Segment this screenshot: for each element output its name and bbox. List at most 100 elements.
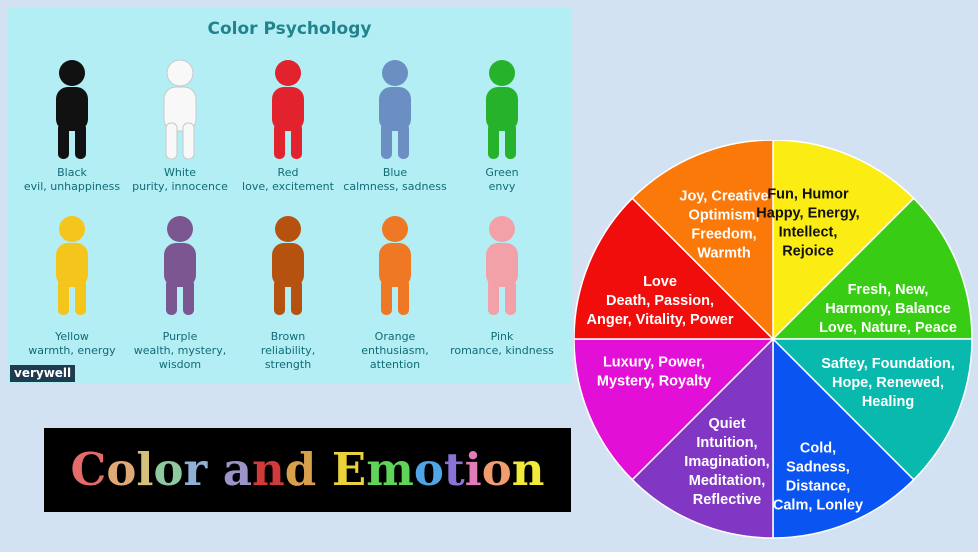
wheel-label-line: Fresh, New, bbox=[848, 282, 929, 298]
figure-description-line: wealth, mystery, bbox=[133, 344, 227, 357]
figure-name: Pink bbox=[490, 330, 514, 343]
figure-description-line: evil, unhappiness bbox=[23, 180, 121, 193]
figure-name: Blue bbox=[382, 166, 408, 179]
figure-left-leg bbox=[165, 122, 178, 160]
figure-right-leg bbox=[398, 279, 409, 315]
figure-description: purity, innocence bbox=[75, 180, 285, 194]
figure-head bbox=[382, 60, 408, 86]
wheel-label-line: Optimism, bbox=[689, 208, 760, 224]
figure-description: romance, kindness bbox=[397, 344, 607, 358]
wheel-segment bbox=[631, 140, 774, 341]
figure-name: Red bbox=[277, 166, 299, 179]
banner-letter: l bbox=[136, 443, 154, 496]
figure-left-leg bbox=[274, 123, 285, 159]
figure-description: wealth, mystery,wisdom bbox=[75, 344, 285, 372]
wheel-label-line: Saftey, Foundation, bbox=[821, 356, 954, 372]
figure-description: calmness, sadness bbox=[290, 180, 500, 194]
banner-letter: o bbox=[481, 443, 512, 496]
figure-left-leg bbox=[488, 123, 499, 159]
banner-letter: d bbox=[284, 443, 317, 496]
banner-letter: m bbox=[366, 443, 414, 496]
wheel-label-line: Intellect, bbox=[779, 225, 838, 241]
figure-head bbox=[275, 216, 301, 242]
figure-description: warmth, energy bbox=[0, 344, 177, 358]
figure-description-line: enthusiasm, bbox=[361, 344, 429, 357]
figure-right-leg bbox=[75, 279, 86, 315]
figure-right-leg bbox=[291, 279, 302, 315]
white-person-icon bbox=[163, 59, 197, 160]
figure-left-leg bbox=[58, 123, 69, 159]
figure-description-line: warmth, energy bbox=[28, 344, 116, 357]
figure-name: Purple bbox=[162, 330, 198, 343]
banner-title: Color and Emotion bbox=[44, 428, 571, 512]
figure-left-leg bbox=[381, 123, 392, 159]
figure-head bbox=[59, 216, 85, 242]
wheel-label-line: Freedom, bbox=[691, 227, 756, 243]
pink-person-icon bbox=[486, 216, 518, 315]
figure-description-line: wisdom bbox=[158, 358, 202, 371]
figure-body bbox=[379, 87, 411, 131]
banner-letter: i bbox=[464, 443, 482, 496]
wheel-segment bbox=[631, 337, 774, 539]
infographic-title: Color Psychology bbox=[207, 19, 372, 39]
figure-description-line: romance, kindness bbox=[450, 344, 554, 357]
banner-letter: o bbox=[413, 443, 444, 496]
banner-letter: E bbox=[331, 443, 367, 496]
banner-letter: C bbox=[70, 443, 107, 496]
figure-head bbox=[166, 59, 194, 87]
figure-description: love, excitement bbox=[183, 180, 393, 194]
figure-right-leg bbox=[183, 279, 194, 315]
figure-body bbox=[164, 243, 196, 287]
wheel-label-line: Love bbox=[643, 274, 677, 290]
yellow-person-icon bbox=[56, 216, 88, 315]
figure-body bbox=[163, 86, 197, 132]
wheel-label-line: Reflective bbox=[693, 492, 762, 508]
banner-letter: t bbox=[443, 443, 465, 496]
figure-name: Yellow bbox=[55, 330, 89, 343]
wheel-label-line: Healing bbox=[862, 394, 914, 410]
wheel-label-line: Happy, Energy, bbox=[756, 206, 859, 222]
figure-description: envy bbox=[397, 180, 607, 194]
blue-person-icon bbox=[379, 60, 411, 159]
wheel-label-line: Luxury, Power, bbox=[603, 355, 705, 371]
figure-right-leg bbox=[398, 123, 409, 159]
figure-description-line: envy bbox=[488, 180, 516, 193]
figure-right-leg bbox=[291, 123, 302, 159]
figure-description-line: strength bbox=[264, 358, 312, 371]
figure-body bbox=[486, 243, 518, 287]
wheel-label-line: Love, Nature, Peace bbox=[819, 320, 957, 336]
figure-description: enthusiasm,attention bbox=[290, 344, 500, 372]
figure-left-leg bbox=[381, 279, 392, 315]
wheel-label-line: Sadness, bbox=[786, 460, 850, 476]
banner-letter: a bbox=[222, 443, 253, 496]
figure-description-line: love, excitement bbox=[242, 180, 334, 193]
wheel-segment bbox=[771, 197, 973, 340]
brand-logo: verywell bbox=[10, 365, 76, 382]
wheel-label-line: Cold, bbox=[800, 441, 836, 457]
wheel-segment bbox=[772, 337, 915, 539]
figure-head bbox=[382, 216, 408, 242]
wheel-segment bbox=[574, 338, 775, 481]
figure-name: Black bbox=[57, 166, 87, 179]
banner-letter bbox=[207, 443, 223, 496]
color-and-emotion-banner: Color and Emotion bbox=[44, 428, 571, 512]
wheel-label-line: Joy, Creative bbox=[679, 189, 768, 205]
figure-description: evil, unhappiness bbox=[0, 180, 177, 194]
wheel-label-line: Anger, Vitality, Power bbox=[587, 312, 734, 328]
banner-letter bbox=[316, 443, 332, 496]
wheel-label-line: Quiet bbox=[708, 416, 745, 432]
figure-right-leg bbox=[75, 123, 86, 159]
purple-person-icon bbox=[164, 216, 196, 315]
figure-body bbox=[379, 243, 411, 287]
figure-description: reliability,strength bbox=[183, 344, 393, 372]
figure-left-leg bbox=[166, 279, 177, 315]
figure-description-line: attention bbox=[369, 358, 421, 371]
figure-head bbox=[489, 60, 515, 86]
banner-letter: o bbox=[106, 443, 137, 496]
